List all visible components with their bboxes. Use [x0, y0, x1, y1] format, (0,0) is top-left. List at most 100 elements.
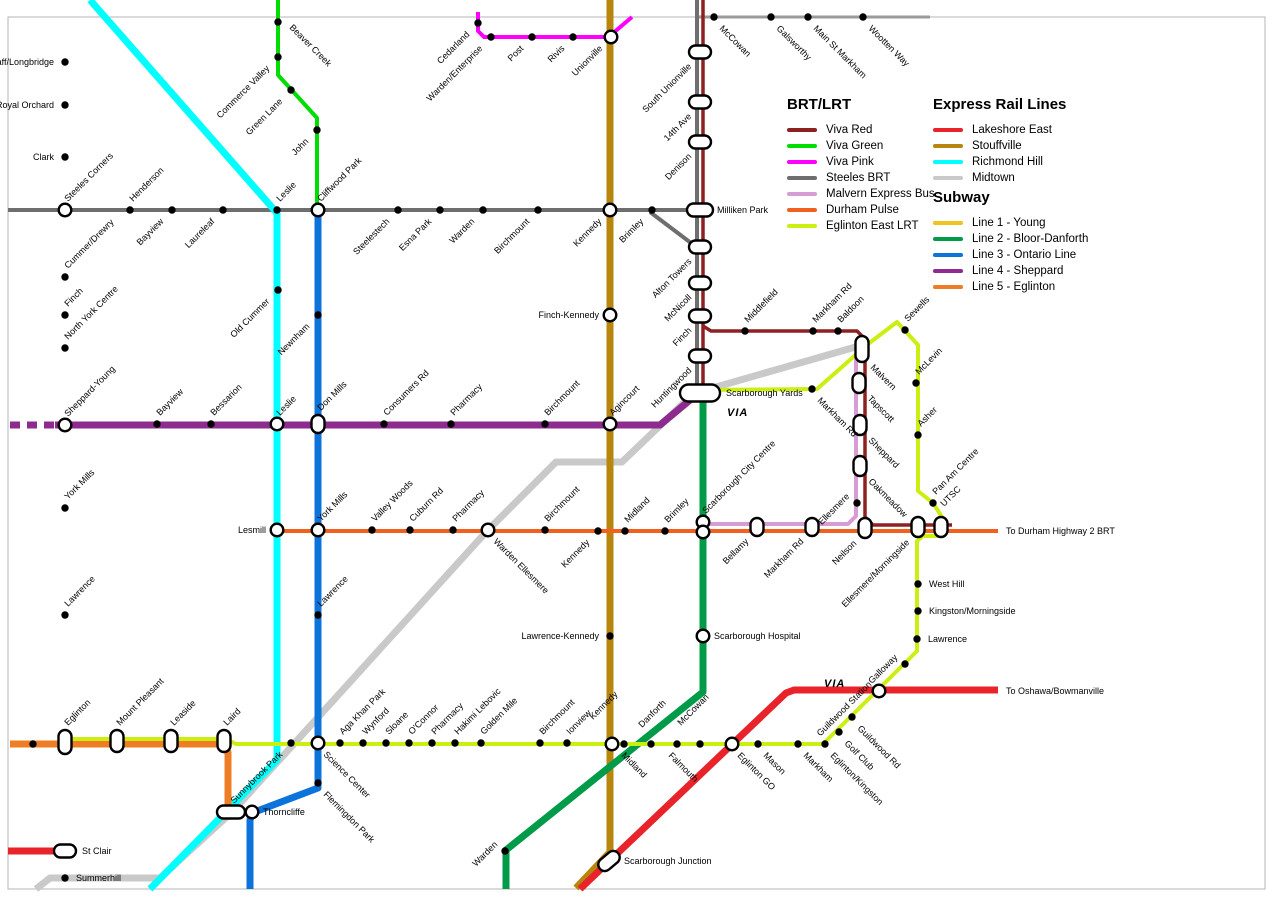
station-label: Bayview — [135, 216, 166, 247]
station-label: Milliken Park — [717, 205, 769, 215]
station: Sewells — [901, 294, 932, 334]
station: Warden Ellesmere — [480, 522, 551, 596]
station — [29, 740, 37, 748]
station-label: Midland — [620, 750, 649, 779]
station-label: Bayview — [154, 386, 185, 417]
station-label: Kennedy — [571, 216, 604, 249]
station-label: Tapscott — [866, 393, 897, 424]
station-label: Birchmount — [542, 484, 582, 524]
station: Milliken Park — [685, 202, 769, 218]
station-label: Malvern — [869, 362, 899, 392]
station-label: Royal Orchard — [0, 100, 54, 110]
station-label: Lawrence — [62, 574, 97, 609]
station-label: Finch — [62, 286, 85, 309]
station: Steeles Corners — [57, 150, 115, 218]
station: Bessarion — [207, 382, 244, 428]
station-label: Beaver Creek — [288, 22, 334, 68]
station: West Hill — [914, 579, 964, 589]
map-annotation: To Durham Highway 2 BRT — [1006, 526, 1115, 536]
station-label: Neilson — [830, 538, 858, 566]
station-label: Unionville — [570, 43, 605, 78]
station: Middlefield — [741, 287, 780, 335]
station: Laureleaf — [183, 206, 227, 250]
station: Bayview — [135, 206, 176, 247]
station-label: York Mills — [62, 467, 96, 501]
station: Falmouth — [667, 740, 701, 784]
station: Steelestech — [351, 206, 402, 257]
station-label: Sewells — [902, 294, 931, 323]
station-label: Langstaff/Longbridge — [0, 57, 54, 67]
station: Summerhill — [61, 873, 121, 883]
via-rail-logo: VIA — [824, 678, 845, 690]
station-label: Bellamy — [721, 536, 751, 566]
station: Brimley — [661, 496, 691, 535]
station: Cuburn Rd — [406, 486, 445, 534]
station: Finch — [61, 286, 85, 319]
station: Scarborough City Centre — [695, 438, 777, 530]
station: Scarborough Yards — [678, 383, 803, 403]
station: Midland — [621, 495, 652, 535]
station: St Clair — [52, 843, 112, 859]
station-label: Leaside — [168, 698, 197, 727]
line-viva-green — [276, 0, 319, 207]
station: Kingston/Morningside — [914, 606, 1016, 616]
line-line2-bloor-danforth — [502, 395, 707, 889]
station-label: Galloway — [866, 652, 900, 686]
station — [695, 524, 711, 540]
map-frame — [7, 16, 1266, 890]
line-richmond-hill — [87, 0, 281, 892]
station: Brimley — [617, 206, 656, 245]
station-label: Scarborough Junction — [624, 856, 712, 866]
station-label: Lesmill — [238, 525, 266, 535]
station: Oakmeadow — [852, 454, 910, 519]
station-label: Pharmacy — [450, 487, 486, 523]
station-label: Wootten Way — [867, 23, 912, 68]
station: McCowan — [710, 13, 753, 59]
line-line4-sheppard — [55, 392, 700, 429]
station: Markham Rd — [808, 385, 859, 439]
station: Main St Markham — [804, 13, 869, 80]
station-label: Mount Pleasant — [114, 676, 166, 728]
station-label: Flemingdon Park — [322, 789, 378, 845]
station-label: Scarborough Hospital — [714, 631, 801, 641]
station-label: Birchmount — [492, 216, 532, 256]
station-label: St Clair — [82, 846, 112, 856]
station: Langstaff/Longbridge — [0, 57, 69, 67]
station-label: Laureleaf — [183, 216, 217, 250]
station-label: Green Lane — [244, 96, 285, 137]
station-label: Steelestech — [351, 216, 391, 256]
station: Pharmacy — [449, 487, 486, 534]
station-label: Warden — [447, 216, 476, 245]
station-label: Galsworthy — [775, 23, 814, 62]
station-label: Kennedy — [559, 537, 592, 570]
station: Pharmacy — [447, 381, 484, 428]
station: Markham Rd — [762, 516, 820, 580]
station-label: Brimley — [662, 496, 691, 525]
station-label: Cuburn Rd — [407, 486, 445, 524]
station-label: Falmouth — [667, 750, 701, 784]
station-label: Henderson — [127, 165, 165, 203]
station-label: Sheppard — [867, 435, 902, 470]
station: Clark — [33, 152, 69, 162]
via-rail-logo: VIA — [727, 407, 748, 419]
station-label: Cliffwood Park — [315, 155, 363, 203]
line-lakeshore-east — [577, 686, 998, 892]
station-label: Esna Park — [397, 216, 434, 253]
station: Birchmount — [492, 206, 542, 256]
station-label: 14th Ave — [662, 111, 694, 143]
station-label: Lawrence-Kennedy — [521, 631, 599, 641]
station: Lawrence — [61, 574, 97, 619]
station-label: Finch-Kennedy — [538, 310, 599, 320]
station-label: West Hill — [929, 579, 964, 589]
station-label: Leslie — [274, 180, 298, 204]
station: Kennedy — [559, 527, 602, 570]
station-label: Lawrence — [928, 634, 967, 644]
station-label: Warden — [470, 839, 499, 868]
station-label: Warden Ellesmere — [492, 536, 551, 595]
station-label: Pharmacy — [448, 381, 484, 417]
station-label: Alton Towers — [650, 256, 694, 300]
station-label: Thorncliffe — [263, 807, 305, 817]
station: Cummer/Drewry — [61, 217, 116, 281]
